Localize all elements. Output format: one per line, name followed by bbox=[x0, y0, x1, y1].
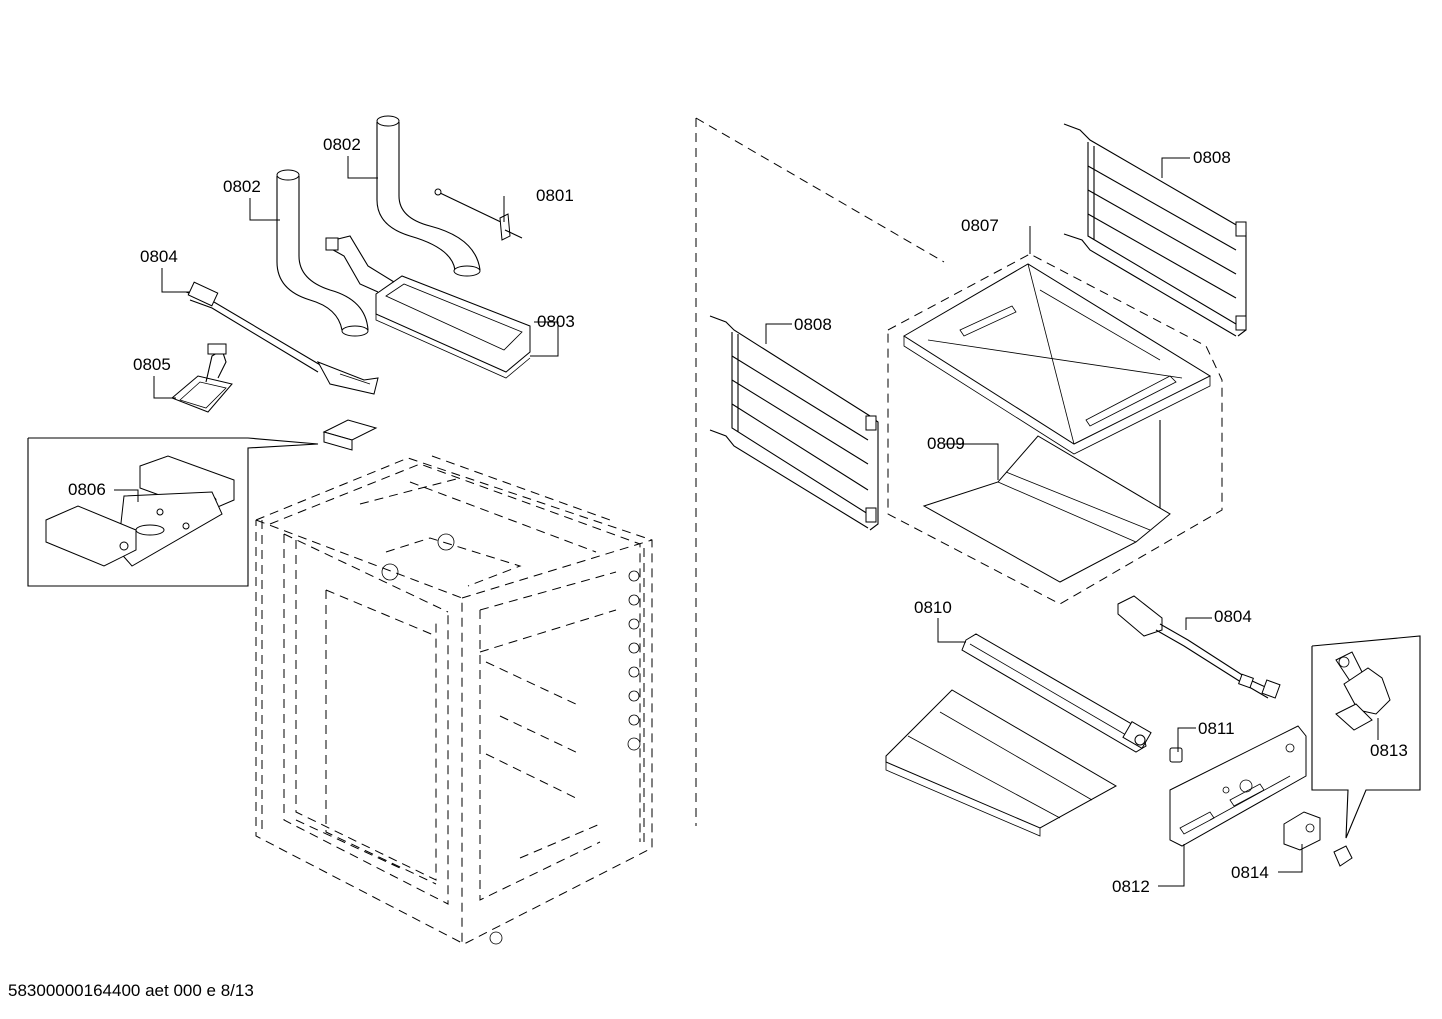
callout-0811: 0811 bbox=[1198, 719, 1235, 738]
detail-box-0806 bbox=[27, 437, 319, 587]
mounting-clip-part bbox=[1283, 811, 1321, 851]
orifice-part bbox=[1169, 747, 1183, 763]
burner-shield-part bbox=[885, 689, 1118, 837]
callout-0804-b: 0804 bbox=[1214, 607, 1252, 626]
callout-0802-b: 0802 bbox=[223, 177, 261, 196]
callout-0802-a: 0802 bbox=[323, 135, 361, 154]
callout-0807: 0807 bbox=[961, 216, 999, 235]
valve-part bbox=[1333, 845, 1353, 867]
callout-0813: 0813 bbox=[1370, 741, 1408, 760]
callout-0814: 0814 bbox=[1231, 863, 1269, 882]
callout-0806: 0806 bbox=[68, 480, 106, 499]
bake-burner-part bbox=[961, 633, 1152, 753]
gas-tube-part-a bbox=[376, 115, 481, 277]
callout-0804-a: 0804 bbox=[140, 247, 178, 266]
callout-0809: 0809 bbox=[927, 434, 965, 453]
burner-bracket-part bbox=[1169, 725, 1307, 847]
callout-0812: 0812 bbox=[1112, 877, 1150, 896]
assembly-lines bbox=[695, 117, 945, 826]
callout-0810: 0810 bbox=[914, 598, 952, 617]
oven-rack-part-a bbox=[1063, 123, 1247, 337]
oven-rack-part-b bbox=[709, 315, 879, 531]
callout-0803: 0803 bbox=[537, 312, 575, 331]
oven-cabinet-frame bbox=[255, 455, 653, 945]
igniter-cable-part-a bbox=[185, 281, 379, 395]
callout-leaders bbox=[114, 156, 1379, 887]
heat-deflector-part bbox=[922, 435, 1171, 583]
oven-tray-part bbox=[887, 253, 1223, 605]
thermocouple-part bbox=[434, 188, 523, 241]
small-bracket-part bbox=[322, 419, 378, 451]
ignition-module-part bbox=[171, 343, 233, 413]
callout-0808-b: 0808 bbox=[794, 315, 832, 334]
gas-tube-part-b bbox=[276, 169, 369, 337]
callout-0805: 0805 bbox=[133, 355, 171, 374]
igniter-cable-part-b bbox=[1117, 595, 1281, 699]
callout-0808-a: 0808 bbox=[1193, 148, 1231, 167]
detail-box-0813 bbox=[1311, 635, 1421, 839]
document-footer: 58300000164400 aet 000 e 8/13 bbox=[8, 981, 254, 1000]
callout-0801: 0801 bbox=[536, 186, 574, 205]
callout-labels: 0801 0802 0802 0803 0804 0805 0806 0807 … bbox=[68, 135, 1408, 896]
burner-part bbox=[325, 235, 531, 379]
